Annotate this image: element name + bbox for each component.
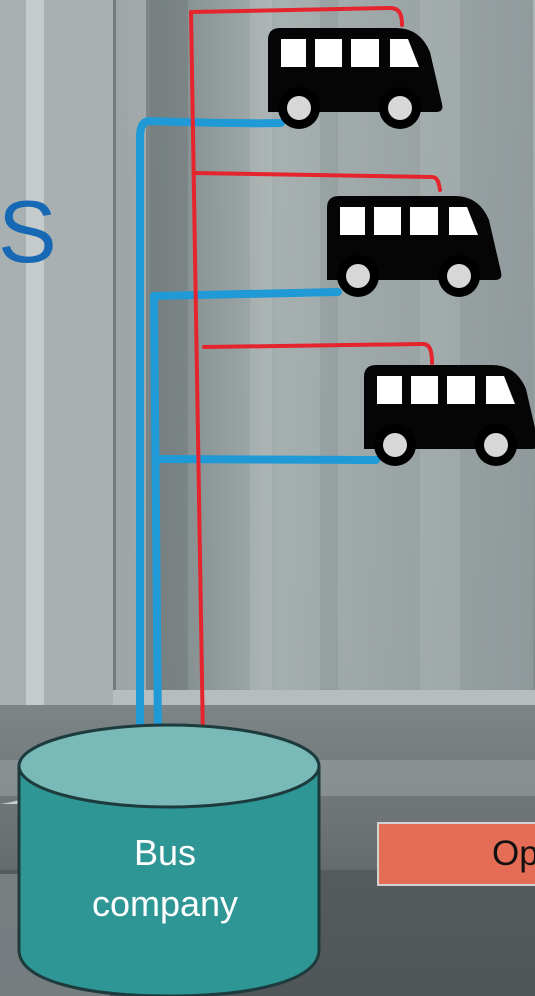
red-branch-bottom (204, 344, 432, 363)
bus-icon (268, 28, 442, 129)
blue-branch-middle (154, 292, 338, 296)
blue-secondary-trunk (154, 296, 158, 734)
left-partial-letter: S (0, 188, 57, 276)
red-branch-middle (194, 173, 440, 190)
red-branch-top (192, 8, 402, 25)
bus-icon (364, 365, 535, 466)
database-label-line2: company (30, 886, 300, 922)
blue-branch-bottom (157, 459, 376, 460)
orange-partial-box: Op (377, 822, 535, 886)
bus-icon (327, 196, 501, 297)
orange-box-text: Op (492, 836, 535, 871)
database-label-line1: Bus (30, 835, 300, 871)
